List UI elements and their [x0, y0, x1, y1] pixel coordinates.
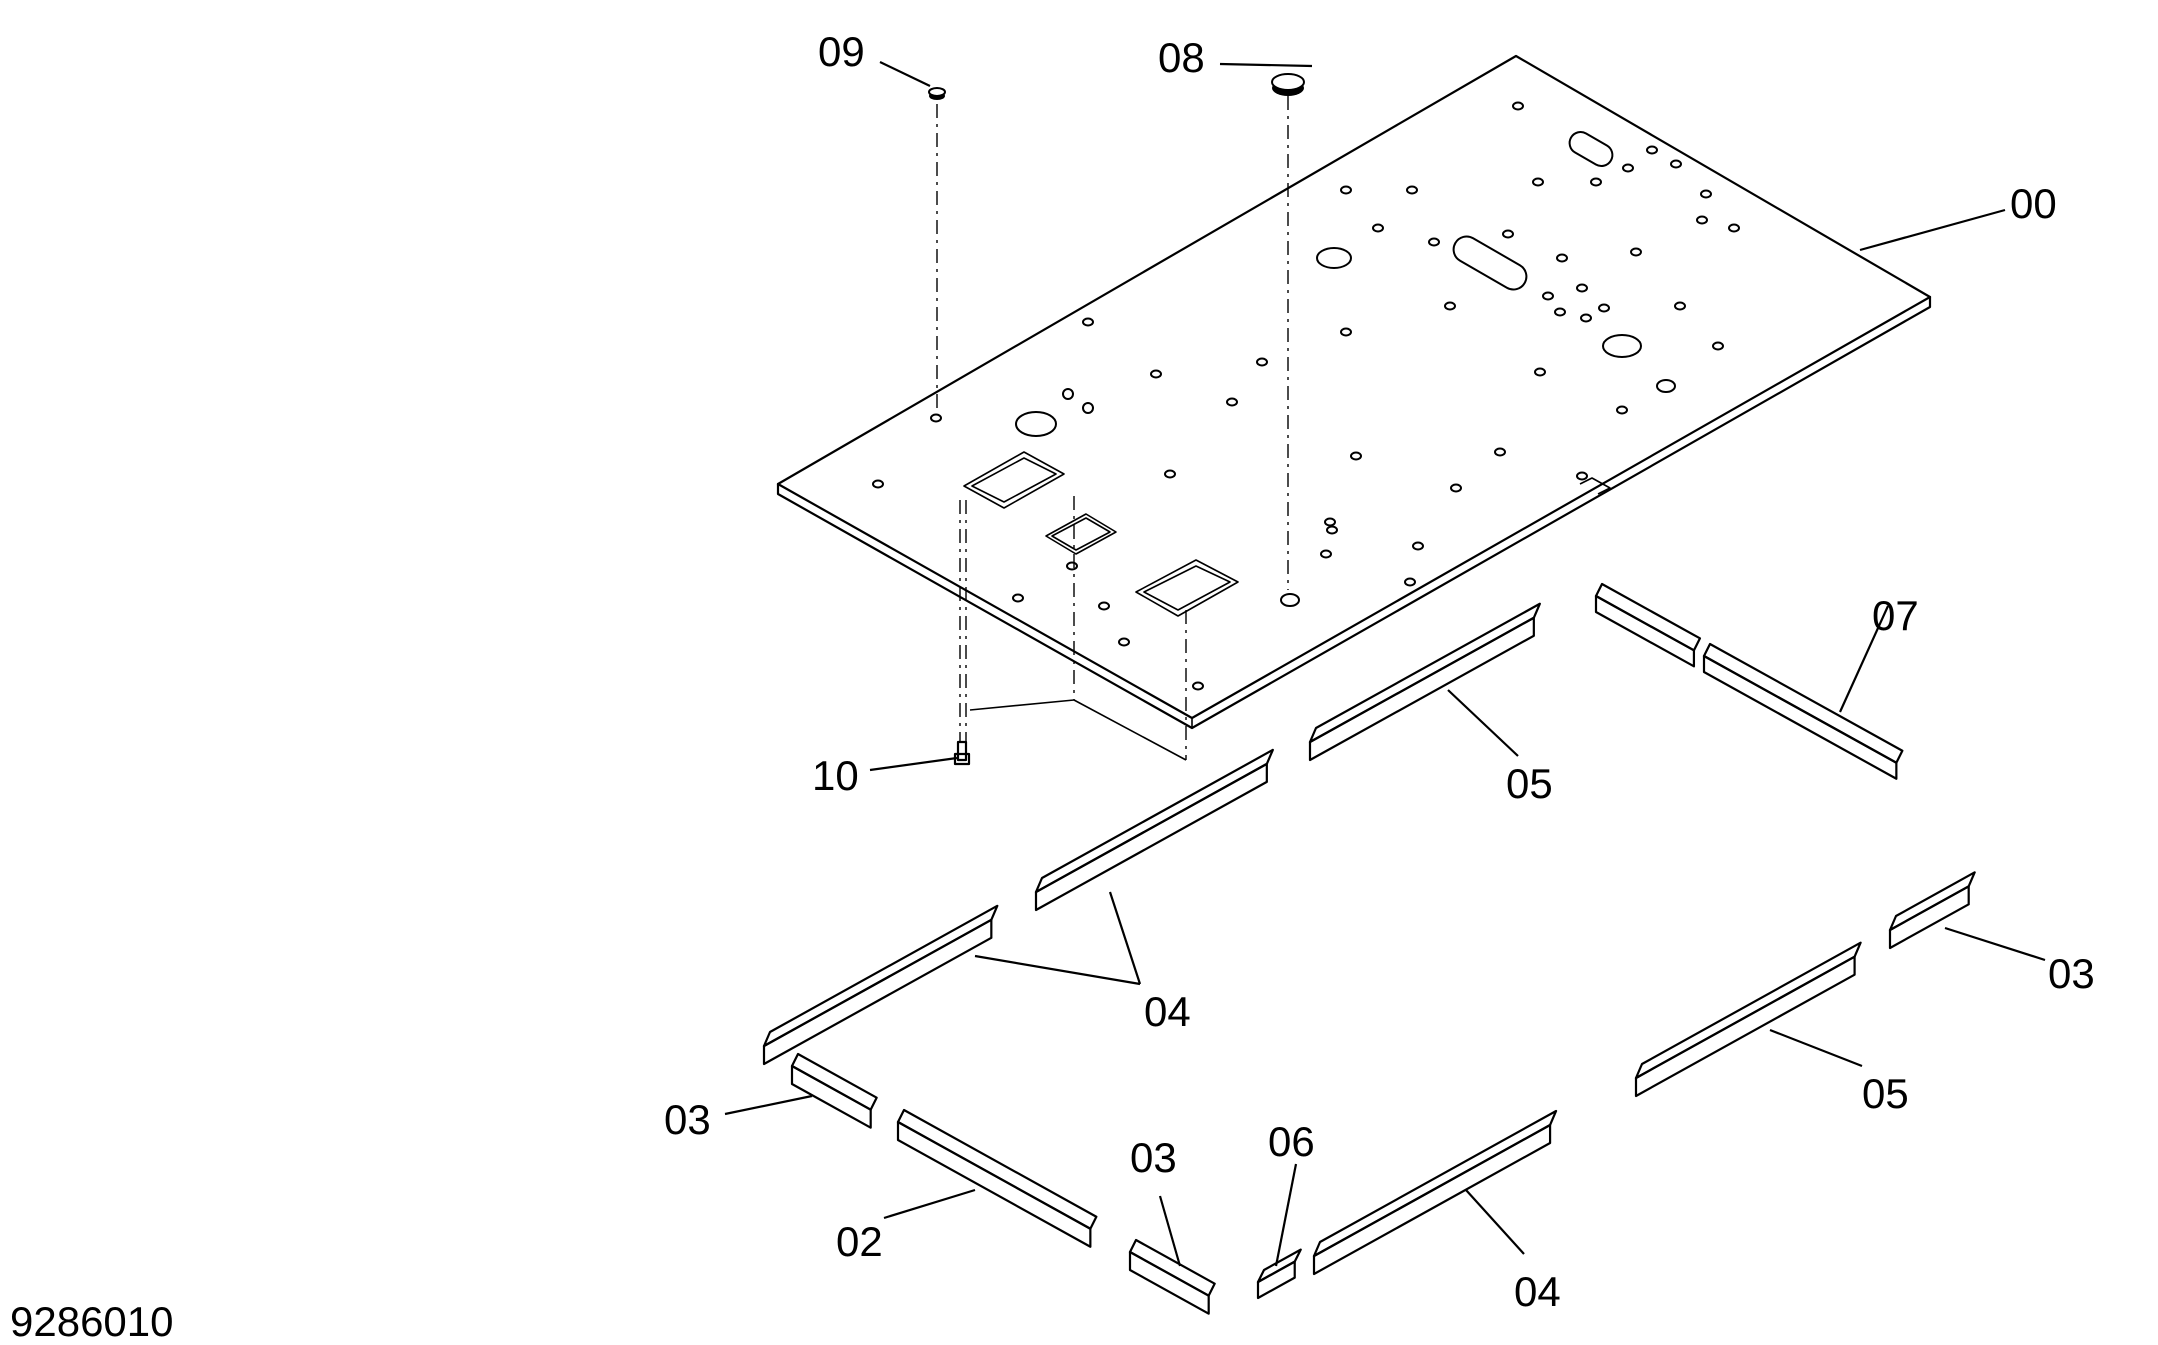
bolt-hole — [1534, 367, 1546, 377]
batten-03-bottom — [1128, 1238, 1216, 1315]
callout-03-bottom: 03 — [1130, 1134, 1177, 1181]
bolt-hole — [1696, 215, 1708, 225]
bolt-hole — [1340, 185, 1352, 195]
bolt-hole — [1412, 541, 1424, 551]
callout-labels: 00 08 09 10 05 07 04 03 05 03 02 03 06 0… — [664, 28, 2095, 1315]
bolt-hole — [1556, 253, 1568, 263]
bolt-hole-pattern — [872, 101, 1740, 691]
bolt-hole — [1320, 549, 1332, 559]
assembly-lines-10 — [959, 496, 1187, 761]
bolt-hole — [1372, 223, 1384, 233]
bolt-hole — [1406, 185, 1418, 195]
callout-09: 09 — [818, 28, 865, 75]
bolt-hole — [1674, 301, 1686, 311]
bolt — [953, 740, 971, 766]
bolt-hole — [1192, 681, 1204, 691]
bolt-hole — [1576, 283, 1588, 293]
batten-02 — [896, 1108, 1098, 1248]
batten-04-left-upper — [1034, 748, 1274, 912]
callout-08: 08 — [1158, 34, 1205, 81]
bolt-hole — [1444, 301, 1456, 311]
bolt-hole — [1082, 317, 1094, 327]
bolt-hole — [1502, 229, 1514, 239]
callout-07: 07 — [1872, 592, 1919, 639]
bolt-hole — [1542, 291, 1554, 301]
bolt-hole — [1404, 577, 1416, 587]
bolt-hole — [1700, 189, 1712, 199]
bolt-hole — [1118, 637, 1130, 647]
callout-04-left: 04 — [1144, 988, 1191, 1035]
bolt-hole — [1012, 593, 1024, 603]
bolt-hole — [1066, 561, 1078, 571]
callout-10: 10 — [812, 752, 859, 799]
bolt-hole — [1428, 237, 1440, 247]
callout-05-top: 05 — [1506, 760, 1553, 807]
batten-07-b — [1702, 642, 1904, 780]
battens-group — [762, 582, 1976, 1315]
callout-03-right: 03 — [2048, 950, 2095, 997]
callout-00: 00 — [2010, 180, 2057, 227]
callout-03-left: 03 — [664, 1096, 711, 1143]
bolt-hole — [1712, 341, 1724, 351]
bolt-hole — [1576, 471, 1588, 481]
floor-plate — [776, 54, 1932, 730]
bolt-hole — [1326, 525, 1338, 535]
bolt-hole — [1256, 357, 1268, 367]
bolt-hole — [1532, 177, 1544, 187]
bolt-hole — [1340, 327, 1352, 337]
bolt-hole — [1580, 313, 1592, 323]
batten-03-left — [790, 1052, 878, 1129]
callout-04-bottom: 04 — [1514, 1268, 1561, 1315]
batten-04-bottom — [1312, 1109, 1558, 1276]
bolt-hole — [1670, 159, 1682, 169]
bolt-hole — [1226, 397, 1238, 407]
bolt-hole — [1728, 223, 1740, 233]
batten-04-left-lower — [762, 904, 999, 1066]
bolt-hole — [872, 479, 884, 489]
plug-cap-large — [1271, 73, 1305, 96]
bolt-hole — [1646, 145, 1658, 155]
bolt-hole — [1494, 447, 1506, 457]
batten-07-a — [1594, 582, 1702, 668]
plug-cap-small — [928, 87, 946, 100]
bolt-hole — [1164, 469, 1176, 479]
bolt-hole — [1590, 177, 1602, 187]
callout-02: 02 — [836, 1218, 883, 1265]
batten-03-right — [1888, 871, 1976, 950]
callout-05-right: 05 — [1862, 1070, 1909, 1117]
callout-06: 06 — [1268, 1118, 1315, 1165]
spacer-06 — [1256, 1248, 1302, 1300]
bolt-hole — [1150, 369, 1162, 379]
bolt-hole — [1616, 405, 1628, 415]
drawing-number: 9286010 — [10, 1298, 174, 1345]
batten-05-right — [1634, 941, 1862, 1098]
bolt-hole — [1598, 303, 1610, 313]
bolt-hole — [1450, 483, 1462, 493]
bolt-hole — [930, 413, 942, 423]
bolt-hole — [1630, 247, 1642, 257]
batten-05-top — [1308, 602, 1541, 762]
bolt-hole — [1324, 517, 1336, 527]
bolt-hole — [1622, 163, 1634, 173]
leader-lines — [724, 61, 2046, 1267]
bolt-hole — [1512, 101, 1524, 111]
bolt-hole — [1554, 307, 1566, 317]
bolt-hole — [1098, 601, 1110, 611]
bolt-hole — [1350, 451, 1362, 461]
